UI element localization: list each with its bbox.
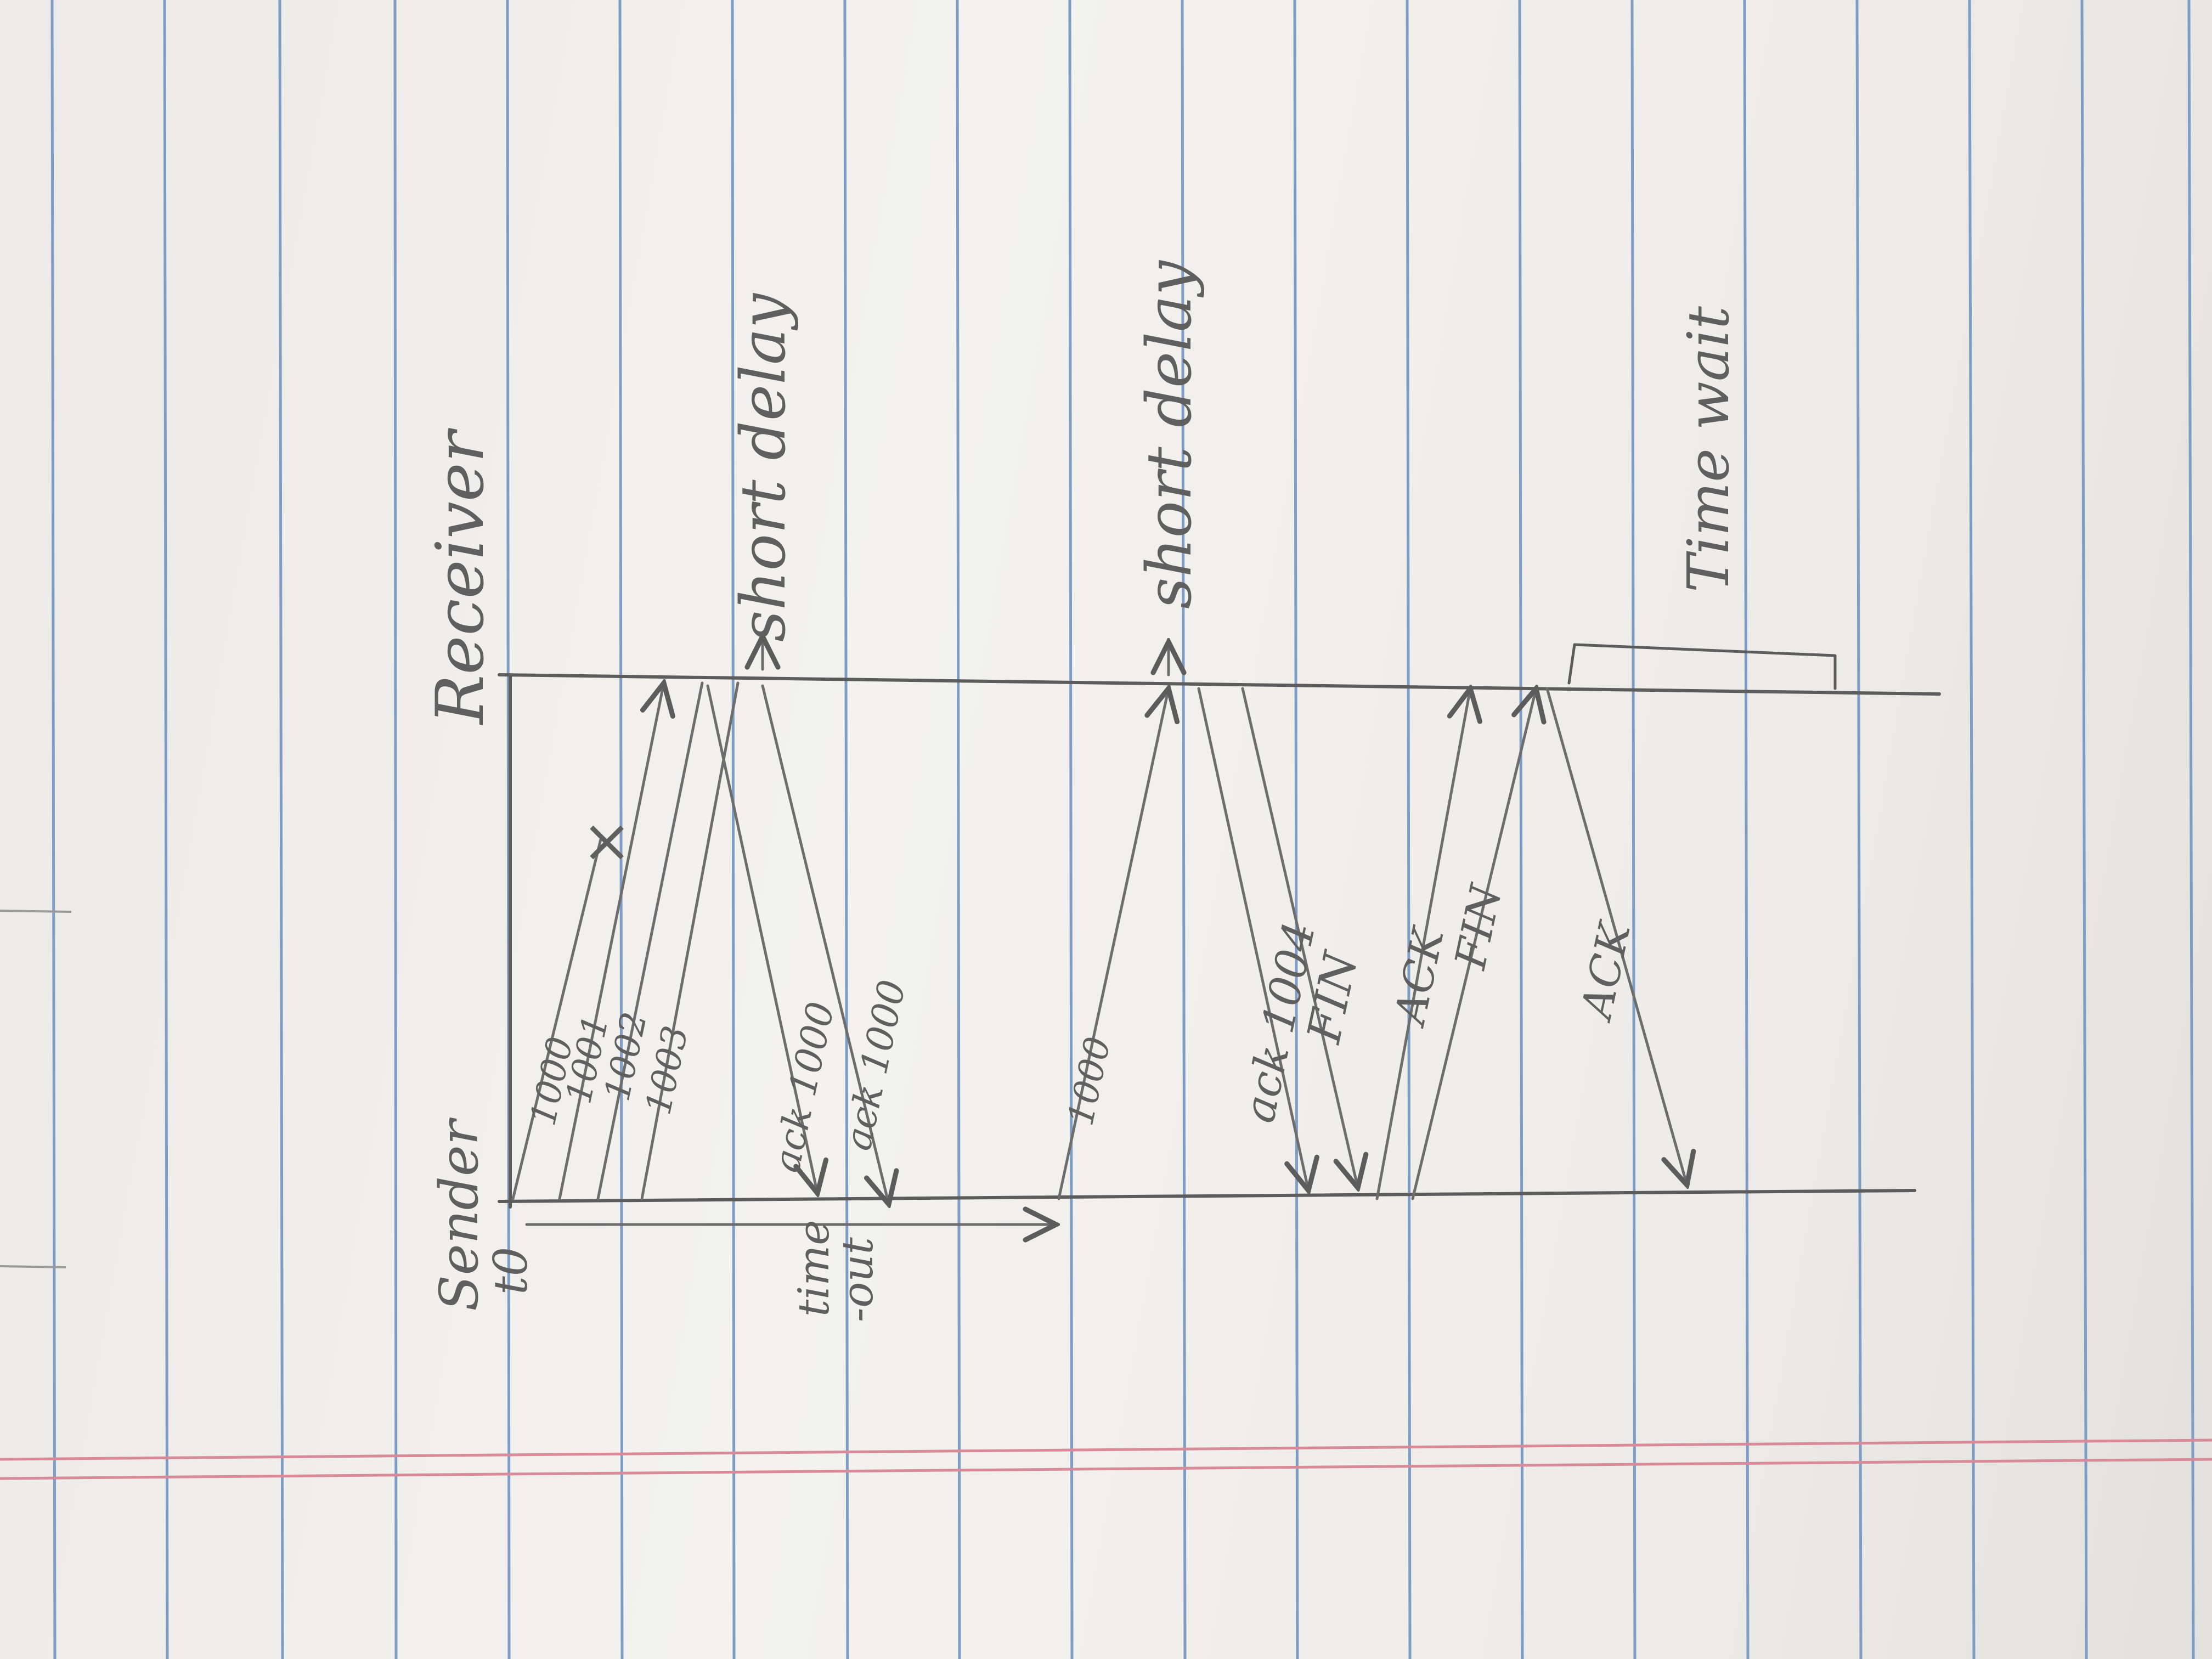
msg-ack-final	[1545, 687, 1687, 1185]
ruled-lines	[50, 0, 2195, 1659]
label-msg-1000-retransmit: 1000	[1060, 1034, 1119, 1130]
sender-label: Sender	[428, 1117, 490, 1311]
lost-marker: ×	[582, 805, 632, 876]
msg-fin-receiver	[1241, 687, 1358, 1188]
timeout-label-1: time	[789, 1220, 839, 1317]
sender-lifeline	[498, 1189, 1916, 1203]
t0-label: t0	[484, 1247, 538, 1295]
margin-lines	[0, 910, 2212, 1480]
short-delay-label-1: short delay	[728, 292, 799, 642]
label-ack-1000-a: ack 1000	[765, 998, 843, 1176]
msg-1000-lost	[511, 838, 602, 1200]
label-ack-final: ACK	[1571, 916, 1640, 1026]
message-arrows: ×	[511, 681, 1687, 1204]
time-wait-label: Time wait	[1675, 306, 1742, 592]
msg-ack-1004	[1197, 687, 1308, 1190]
msg-fin-sender	[1411, 689, 1536, 1200]
msg-ack-1000-b	[761, 684, 889, 1204]
label-fin-sender: FIN	[1446, 879, 1512, 974]
msg-ack-1000-a	[706, 684, 817, 1193]
msg-ack-sender	[1375, 689, 1470, 1200]
lifelines	[498, 673, 1941, 1209]
timeout-label-2: -out	[833, 1237, 883, 1322]
receiver-lifeline	[498, 673, 1941, 696]
msg-1003	[640, 681, 740, 1200]
msg-1002	[596, 681, 704, 1200]
receiver-label: Receiver	[422, 427, 499, 725]
msg-1001	[558, 683, 664, 1200]
label-ack-sender: ACK	[1385, 922, 1454, 1031]
time-wait-bracket	[1567, 643, 1837, 690]
short-delay-label-2: short delay	[1134, 259, 1205, 609]
message-labels: 1000 1001 1002 1003 ack 1000 ack 1000 10…	[523, 879, 1641, 1176]
msg-1000-retransmit	[1057, 689, 1169, 1200]
label-ack-1000-b: ack 1000	[836, 976, 915, 1154]
